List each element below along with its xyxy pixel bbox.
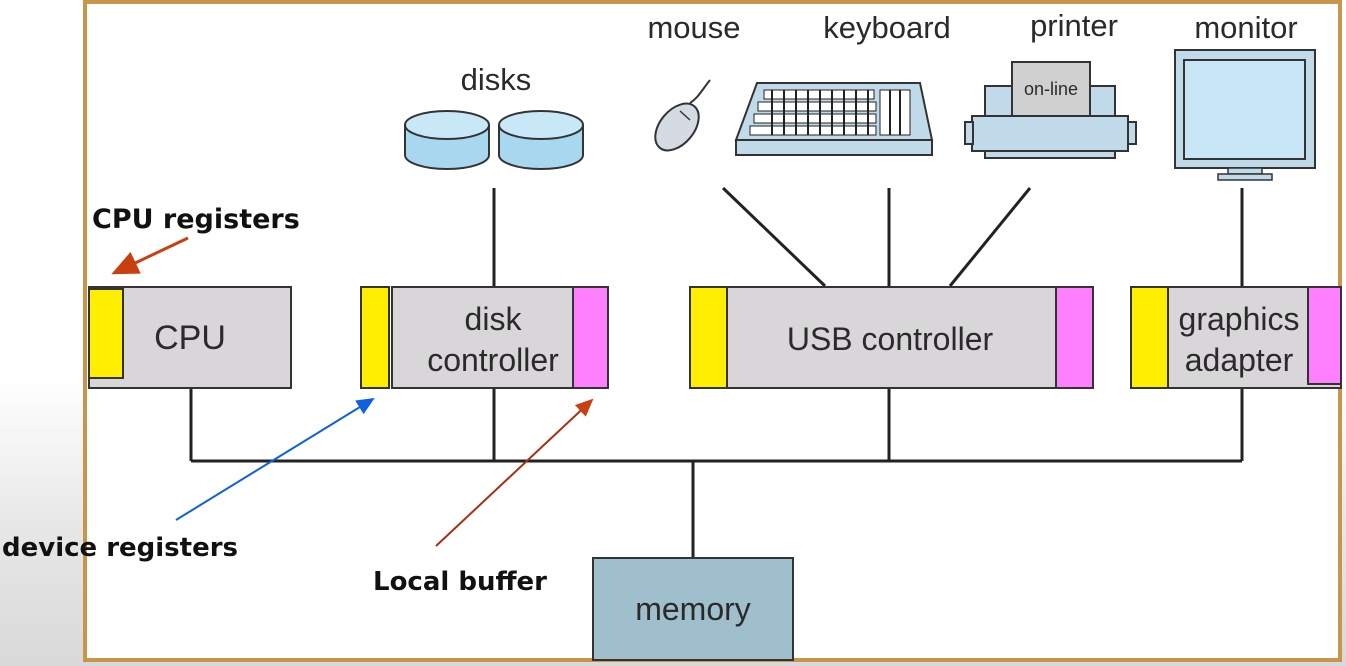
graphics-adapter-register: [1130, 286, 1169, 389]
keyboard-icon: [734, 82, 934, 156]
device-registers-arrow: [175, 397, 375, 521]
keyboard-label: keyboard: [823, 10, 951, 45]
mouse-label: mouse: [647, 10, 740, 45]
mouse-icon: [654, 79, 711, 152]
cpu-registers-arrow: [111, 236, 189, 275]
disk-controller-buffer: [572, 286, 609, 389]
disks-icon: [404, 110, 584, 170]
system-bus: [189, 186, 1244, 558]
printer-label: printer: [1030, 8, 1118, 43]
disks-label: disks: [461, 62, 532, 97]
graphics-adapter-label-line2: adapter: [1185, 342, 1294, 378]
printer-icon: [964, 61, 1137, 159]
local-buffer-annotation: Local buffer: [373, 567, 547, 597]
disk-controller-label-line2: controller: [427, 342, 559, 378]
cpu-label: CPU: [154, 319, 226, 357]
usb-controller-buffer: [1055, 286, 1094, 389]
printer-display-text: on-line: [1024, 79, 1078, 99]
usb-controller-register: [689, 286, 728, 389]
cpu-block: CPU: [88, 286, 292, 389]
local-buffer-arrow: [435, 398, 594, 547]
graphics-adapter-label-line1: graphics: [1179, 301, 1300, 337]
cpu-registers-annotation: CPU registers: [92, 204, 300, 235]
graphics-adapter-buffer: [1307, 286, 1342, 385]
cpu-register: [88, 288, 124, 379]
usb-controller-block: USB controller: [689, 286, 1094, 389]
monitor-icon: [1174, 49, 1316, 181]
disk-controller-register: [360, 286, 390, 389]
monitor-label: monitor: [1194, 10, 1297, 45]
disk-controller-label-line1: disk: [465, 301, 523, 337]
graphics-adapter-block: graphics adapter: [1130, 286, 1342, 389]
disk-controller-block: disk controller: [360, 286, 609, 389]
memory-label: memory: [635, 591, 751, 627]
device-registers-annotation: device registers: [2, 533, 238, 563]
printer-display: [1011, 61, 1091, 117]
memory-block: memory: [592, 557, 794, 661]
usb-controller-label: USB controller: [787, 321, 994, 357]
